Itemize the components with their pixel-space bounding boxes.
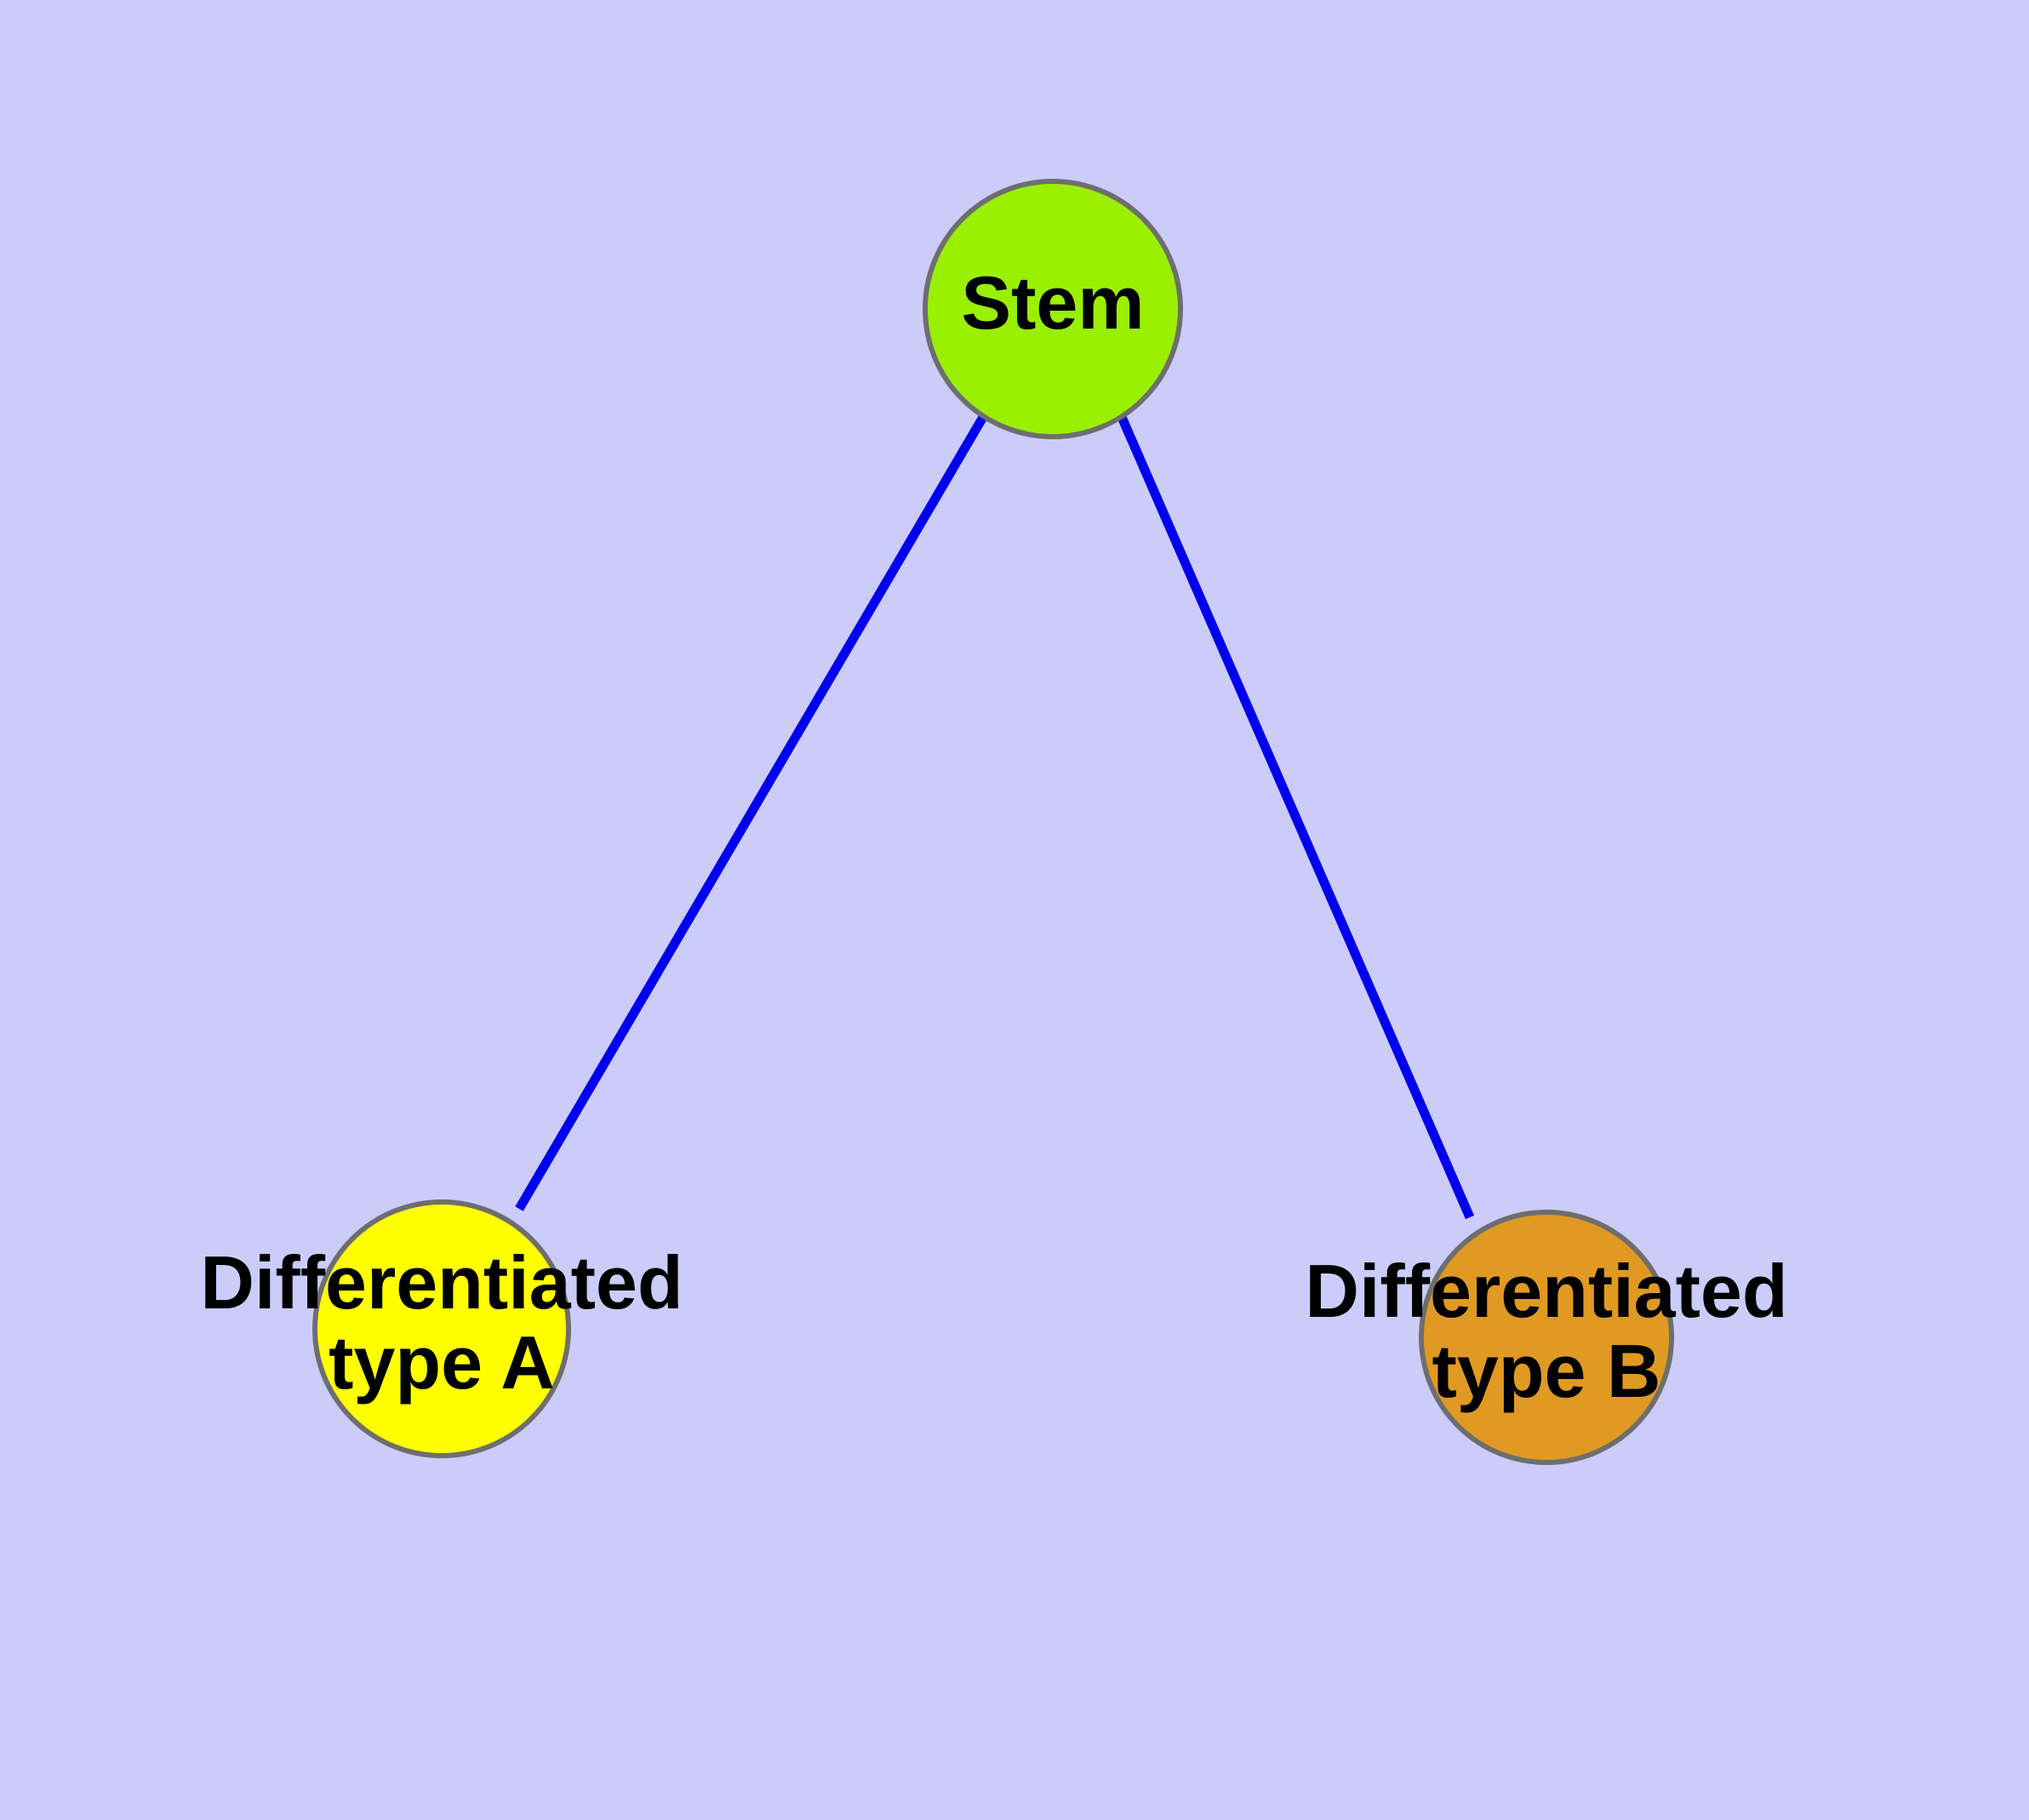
node-label-line: Differentiated [200,1240,683,1325]
node-differentiated-type-a-circle[interactable] [312,1199,571,1458]
node-label-line: type A [329,1320,555,1405]
node-label-line: Stem [961,260,1144,345]
node-differentiated-type-b[interactable] [1419,1210,1674,1465]
edge-layer [515,415,1475,1220]
node-layer [312,179,1674,1465]
node-label-line: Differentiated [1305,1249,1787,1333]
edge-stem-to-differentiated-type-b[interactable] [1117,415,1475,1220]
node-differentiated-type-b-circle[interactable] [1419,1210,1674,1465]
edge-stem-to-differentiated-type-a[interactable] [515,415,987,1211]
node-differentiated-type-a[interactable] [312,1199,571,1458]
node-stem[interactable] [923,179,1183,439]
node-stem-circle[interactable] [923,179,1183,439]
node-label-line: type B [1432,1329,1661,1413]
node-stem-label: Stem [961,260,1144,345]
